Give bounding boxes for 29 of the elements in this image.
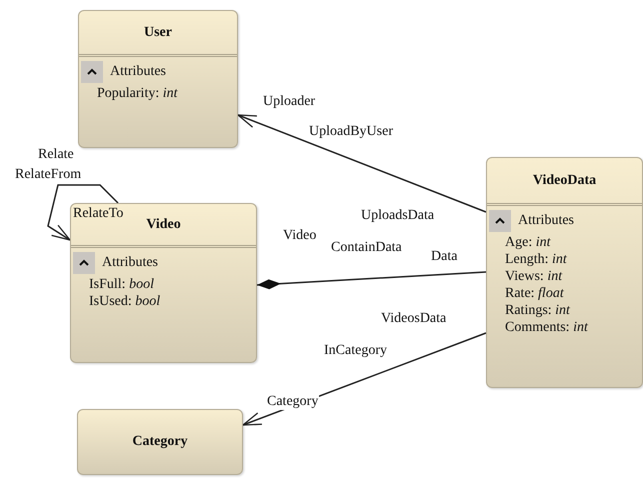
section-label: Attributes bbox=[110, 64, 166, 80]
role-label: Category bbox=[266, 394, 320, 410]
class-box bbox=[486, 157, 643, 388]
class-name: VideoData bbox=[532, 172, 596, 188]
attribute-text: IsUsed: bool bbox=[89, 294, 160, 310]
section-label: Attributes bbox=[518, 213, 574, 229]
attribute-text: Rate: float bbox=[505, 286, 564, 302]
role-label: Uploader bbox=[262, 94, 316, 110]
edge-label: InCategory bbox=[323, 343, 388, 359]
association-arrow bbox=[237, 114, 486, 213]
association-arrow bbox=[47, 184, 119, 241]
attribute-text: Views: int bbox=[505, 269, 562, 285]
attribute-text: IsFull: bool bbox=[89, 277, 154, 293]
edge-label: UploadByUser bbox=[308, 124, 394, 140]
attribute-text: Age: int bbox=[505, 235, 550, 251]
attribute-text: Ratings: int bbox=[505, 303, 570, 319]
class-box bbox=[77, 409, 243, 475]
class-box bbox=[70, 203, 257, 363]
composition-line bbox=[256, 271, 486, 290]
role-label: UploadsData bbox=[360, 208, 436, 224]
class-name: Video bbox=[146, 216, 181, 232]
section-label: Attributes bbox=[102, 255, 158, 271]
attribute-text: Popularity: int bbox=[97, 86, 178, 102]
class-name: User bbox=[144, 24, 172, 40]
attribute-text: Comments: int bbox=[505, 320, 588, 336]
attribute-text: Length: int bbox=[505, 252, 567, 268]
class-box bbox=[78, 10, 238, 148]
class-name: Category bbox=[132, 434, 188, 450]
role-label: RelateTo bbox=[72, 206, 124, 222]
